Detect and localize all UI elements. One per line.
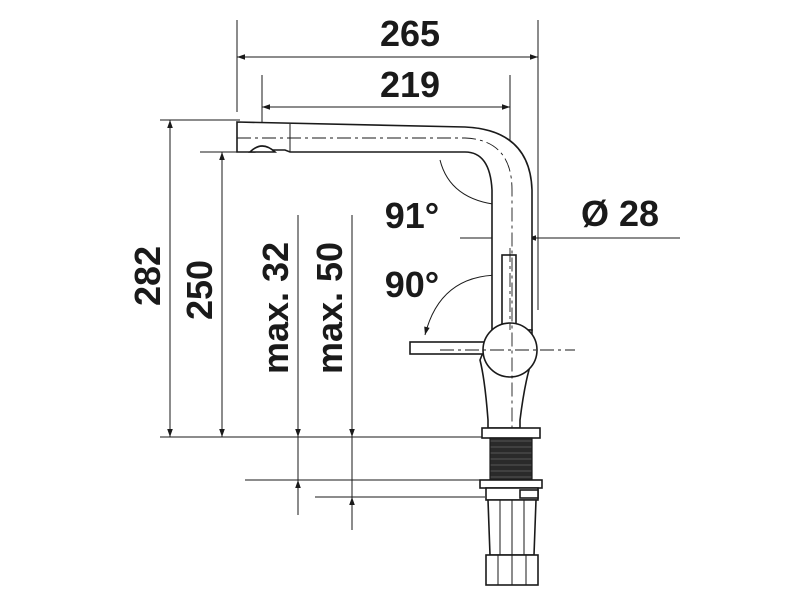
threaded-shank bbox=[489, 437, 533, 481]
mounting-nut bbox=[479, 479, 543, 489]
angle-arc-91 bbox=[439, 159, 501, 207]
center-lines bbox=[237, 137, 575, 430]
base-flange bbox=[481, 427, 541, 439]
angle-arc-90 bbox=[424, 274, 501, 336]
label-diameter: Ø 28 bbox=[581, 193, 659, 234]
extension-lines bbox=[160, 20, 539, 498]
label-angle-91: 91° bbox=[385, 195, 439, 236]
label-265: 265 bbox=[380, 13, 440, 54]
label-max-32: max. 32 bbox=[255, 242, 296, 374]
spout-outlet bbox=[248, 145, 278, 153]
faucet-body bbox=[236, 121, 543, 586]
label-282: 282 bbox=[127, 246, 168, 306]
dimension-lines bbox=[167, 54, 680, 530]
dimension-labels: 265 219 91° 90° Ø 28 282 250 max. 32 max… bbox=[127, 13, 659, 374]
washer-tab bbox=[519, 489, 539, 499]
spout-centerline bbox=[237, 137, 513, 430]
label-219: 219 bbox=[380, 64, 440, 105]
label-max-50: max. 50 bbox=[309, 242, 350, 374]
label-250: 250 bbox=[179, 260, 220, 320]
label-angle-90: 90° bbox=[385, 264, 439, 305]
lever-handle-horizontal bbox=[409, 341, 491, 355]
